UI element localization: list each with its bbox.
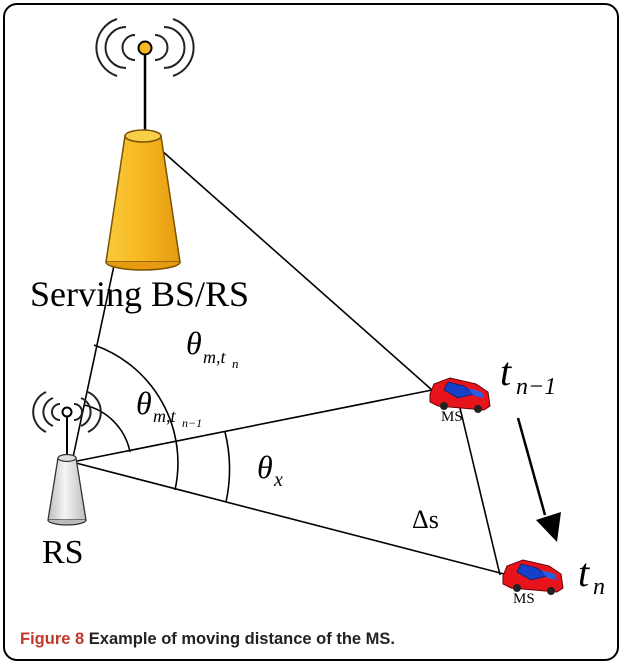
ms-label-top: MS (441, 409, 463, 425)
rs-antenna-tip (61, 406, 73, 418)
arc-theta-mtn (93, 344, 179, 491)
theta-x-sub: x (273, 469, 283, 491)
delta-s-label: Δs (412, 505, 439, 534)
rs-signal-icon (32, 391, 102, 433)
theta-mtn-subsub: n (232, 356, 239, 371)
arrow-down-icon (516, 417, 561, 542)
rs-tower-top (57, 453, 77, 463)
bs-tower-top (124, 129, 162, 143)
arc-theta-x (224, 431, 231, 503)
theta-x-base: θ (257, 449, 273, 485)
theta-mtn1-label: θ m,t n−1 (136, 385, 202, 430)
t-prev-label: t n−1 (500, 349, 556, 400)
rs-tower-base (47, 519, 87, 526)
figure-frame (3, 3, 619, 661)
car-icon (429, 377, 491, 413)
rs-tower-body (47, 457, 87, 521)
t-now-base: t (578, 550, 590, 595)
figure-number: Figure 8 (20, 630, 85, 648)
t-now-label: t n (578, 550, 605, 600)
figure-caption: Figure 8 Example of moving distance of t… (20, 630, 395, 649)
theta-mtn-base: θ (186, 325, 202, 361)
bs-antenna-tip (137, 40, 153, 56)
theta-mtn1-subsub: n−1 (182, 416, 202, 430)
line-bs-to-ms1 (151, 141, 433, 391)
theta-mtn1-sub: m,t (153, 406, 176, 426)
t-prev-sub: n−1 (516, 374, 556, 400)
line-rs-to-ms2 (71, 461, 509, 576)
figure-caption-text: Example of moving distance of the MS. (84, 630, 395, 648)
serving-bs-tower (95, 18, 195, 271)
theta-x-label: θ x (257, 449, 283, 491)
ms-label-bottom: MS (513, 591, 535, 607)
line-ms1-to-ms2 (459, 407, 501, 576)
theta-mtn-sub: m,t (203, 347, 226, 367)
theta-mtn-label: θ m,t n (186, 325, 239, 371)
arc-theta-mtn1 (83, 404, 131, 453)
rs-label: RS (42, 534, 84, 571)
theta-mtn1-base: θ (136, 385, 152, 421)
t-prev-base: t (500, 349, 512, 394)
car-icon (502, 559, 564, 595)
t-now-sub: n (593, 574, 605, 600)
bs-signal-icon (95, 18, 195, 77)
bs-tower-body (105, 135, 181, 263)
line-rs-to-ms1 (71, 389, 433, 463)
rs-tower (32, 391, 102, 526)
serving-bs-label: Serving BS/RS (30, 274, 249, 314)
bs-tower-base (105, 261, 181, 271)
